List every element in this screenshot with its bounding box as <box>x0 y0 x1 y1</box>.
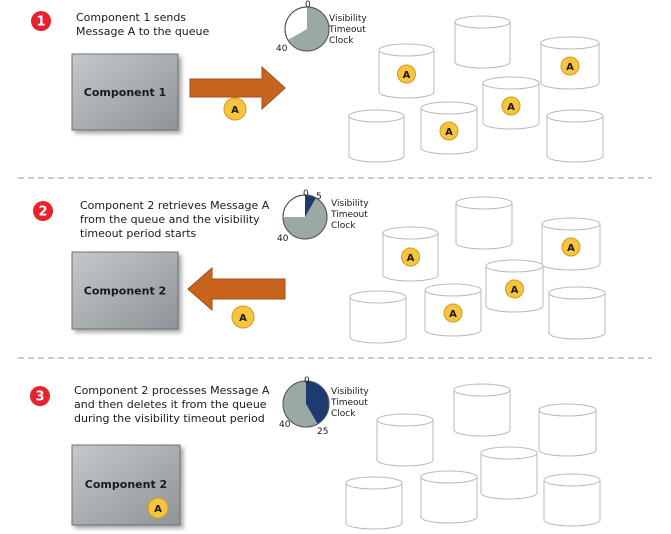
queue-cylinder <box>345 483 403 530</box>
message-token-label: A <box>407 253 415 264</box>
clock-elapsed-wedge <box>306 381 329 424</box>
queue-cylinder <box>420 477 478 524</box>
queue-cylinder-top <box>453 383 511 397</box>
clock-rim <box>282 380 330 428</box>
queue-cylinder-top <box>424 283 482 297</box>
clock-tick-label: 0 <box>303 189 309 199</box>
queue-cylinder <box>348 116 405 163</box>
component-box <box>71 251 179 330</box>
message-token-label: A <box>507 102 515 113</box>
clock-tick-label: 5 <box>316 192 322 202</box>
queue-cylinder <box>480 453 538 500</box>
receive-arrow <box>187 266 286 312</box>
queue-cylinder-top <box>382 226 439 240</box>
step-badge <box>33 201 53 221</box>
queued-message-token <box>561 237 581 257</box>
step-badge-number: 2 <box>38 205 47 220</box>
queue-cylinder-top <box>376 413 434 427</box>
queue-cylinder-top <box>538 403 597 417</box>
queue-cylinder <box>454 22 511 69</box>
clock-1-title: Visibility Timeout Clock <box>329 14 367 46</box>
clock-remaining-wedge <box>283 197 327 240</box>
clock-tick-label: 25 <box>317 427 328 437</box>
queue-cylinder-top <box>546 109 604 123</box>
message-token <box>231 305 255 329</box>
queue-cylinder <box>453 390 511 437</box>
queued-message-token <box>439 121 459 141</box>
queue-cylinder-top <box>480 446 538 460</box>
step-badge-number: 3 <box>35 390 44 405</box>
message-token-label: A <box>403 70 411 81</box>
step-2-description: Component 2 retrieves Message A from the… <box>80 199 270 240</box>
queue-cylinder-top <box>378 43 435 57</box>
queue-cylinder-top <box>348 109 405 123</box>
send-arrow <box>189 65 286 111</box>
component-label: Component 2 <box>85 478 167 491</box>
step-badge <box>31 11 51 31</box>
clock-2-title: Visibility Timeout Clock <box>331 199 369 231</box>
queue-cylinder <box>349 297 407 344</box>
message-token-label: A <box>449 309 457 320</box>
step-3-description: Component 2 processes Message A and then… <box>74 384 270 425</box>
clock-remaining-wedge <box>287 7 330 52</box>
queue-cylinder-top <box>482 76 540 90</box>
queued-message-token <box>397 64 416 84</box>
message-token-label: A <box>566 62 574 73</box>
clock-rim <box>282 194 328 240</box>
queue-cylinder-top <box>349 290 407 304</box>
step-1-description: Component 1 sends Message A to the queue <box>76 11 210 38</box>
queued-message-token <box>501 96 521 116</box>
clock-elapsed-wedge <box>305 195 316 217</box>
message-token-label: A <box>511 285 519 296</box>
component-box <box>71 444 181 526</box>
message-token-label: A <box>239 313 247 324</box>
queued-message-token <box>443 303 463 323</box>
message-token-label: A <box>445 127 453 138</box>
queue-cylinder-top <box>543 473 601 487</box>
queue-cylinder-top <box>541 217 601 231</box>
queued-message-token <box>401 247 420 267</box>
message-token-label: A <box>567 243 575 254</box>
component-label: Component 1 <box>84 86 166 99</box>
clock-tick-label: 0 <box>305 0 311 10</box>
step-badge-number: 1 <box>36 15 45 30</box>
component-box <box>71 53 179 131</box>
clock-3-title: Visibility Timeout Clock <box>331 387 369 419</box>
queue-cylinder-top <box>485 259 544 273</box>
queue-cylinder <box>376 420 434 467</box>
queue-cylinder-top <box>420 101 478 115</box>
message-token <box>147 497 169 519</box>
component-label: Component 2 <box>84 285 166 298</box>
queue-cylinder-top <box>454 15 511 29</box>
message-token-label: A <box>154 504 162 515</box>
queue-cylinder-top <box>345 476 403 490</box>
clock-tick-label: 40 <box>276 44 288 54</box>
queue-cylinder-top <box>420 470 478 484</box>
clock-tick-label: 0 <box>304 376 310 386</box>
queued-message-token <box>505 279 524 299</box>
queue-cylinder <box>455 203 513 250</box>
message-token-label: A <box>231 105 239 116</box>
queue-cylinder-top <box>540 36 600 50</box>
clock-tick-label: 40 <box>279 420 291 430</box>
queue-cylinder <box>548 293 606 340</box>
clock-tick-label: 40 <box>277 234 289 244</box>
queue-cylinder-top <box>548 286 606 300</box>
queue-cylinder <box>546 116 604 163</box>
queue-cylinder <box>538 410 597 457</box>
queue-cylinder <box>543 480 601 527</box>
queue-cylinder-top <box>455 196 513 210</box>
queued-message-token <box>560 56 580 76</box>
step-badge <box>30 386 50 406</box>
message-token <box>223 97 247 121</box>
clock-rim <box>284 6 330 52</box>
